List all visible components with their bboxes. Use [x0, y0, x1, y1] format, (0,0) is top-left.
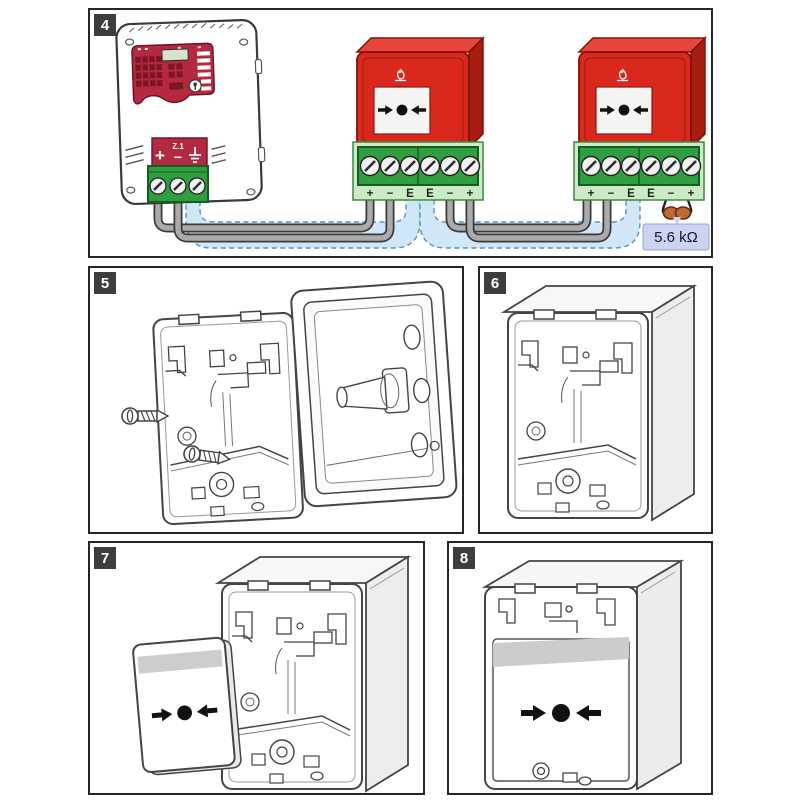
- mounting-step-illustration: [480, 268, 711, 532]
- panel-top-rim: [128, 23, 243, 33]
- mounting-step-illustration: [121, 280, 458, 526]
- wire-cp1-to-cp2-a: [445, 196, 592, 233]
- call-point-1: [357, 38, 483, 148]
- element-gray-band: [493, 637, 629, 667]
- keypad-buttons: [135, 55, 184, 90]
- vent-slots: [125, 144, 226, 165]
- surface-back-box: [290, 280, 458, 508]
- resistor-value-callout: 5.6 kΩ: [642, 217, 710, 251]
- field-wiring: [153, 196, 612, 243]
- eol-resistor-icon: [661, 195, 693, 220]
- frangible-element-plate: [132, 636, 242, 776]
- call-point-2-terminals: [572, 140, 706, 202]
- bottom-mechanism: [532, 762, 592, 786]
- step-8-badge: 8: [453, 547, 475, 569]
- step-5-badge: 5: [94, 272, 116, 294]
- assembled-call-point-illustration: [481, 559, 685, 791]
- step-6-badge: 6: [484, 272, 506, 294]
- panel-zone-label: Z.1: [172, 142, 184, 151]
- wire-cp1-to-cp2-b: [465, 196, 612, 243]
- element-gray-band: [137, 649, 223, 674]
- fire-panel-illustration: + Z.1 −: [115, 19, 266, 206]
- call-point-1-terminals: [351, 140, 485, 202]
- panel-terminal-plus-label: +: [155, 146, 165, 165]
- assembled-call-point: [481, 559, 685, 791]
- back-housing: [151, 308, 305, 526]
- call-point-2: [579, 38, 705, 148]
- step-7-panel: 7: [88, 541, 425, 795]
- housing-mounted-on-box: [504, 286, 694, 520]
- step-6-panel: 6: [478, 266, 713, 534]
- lcd-display: [161, 48, 189, 62]
- panel-terminal-strip: + Z.1 −: [151, 137, 208, 167]
- resistor-value-label: 5.6 kΩ: [654, 229, 698, 246]
- panel-terminal-block: [147, 165, 209, 203]
- earth-ground-icon: [189, 147, 201, 163]
- step-8-panel: 8: [447, 541, 713, 795]
- wire-panel-to-cp1-minus: [173, 196, 395, 243]
- mounting-step-illustration: [132, 543, 423, 793]
- top-mechanism: [498, 598, 616, 633]
- step-4-badge: 4: [94, 14, 116, 36]
- panel-terminal-minus-label: −: [174, 149, 182, 165]
- step-4-panel: 4: [88, 8, 713, 258]
- panel-keypad: [131, 42, 215, 105]
- cable-gland: [336, 367, 410, 414]
- step-7-badge: 7: [94, 547, 116, 569]
- step-5-panel: 5: [88, 266, 464, 534]
- zone-led-strips: [196, 51, 212, 91]
- wiring-diagram-illustration: 5.6 kΩ: [115, 19, 710, 251]
- housing-mounted-on-box: [218, 557, 408, 791]
- wire-panel-to-cp1-plus: [153, 196, 375, 233]
